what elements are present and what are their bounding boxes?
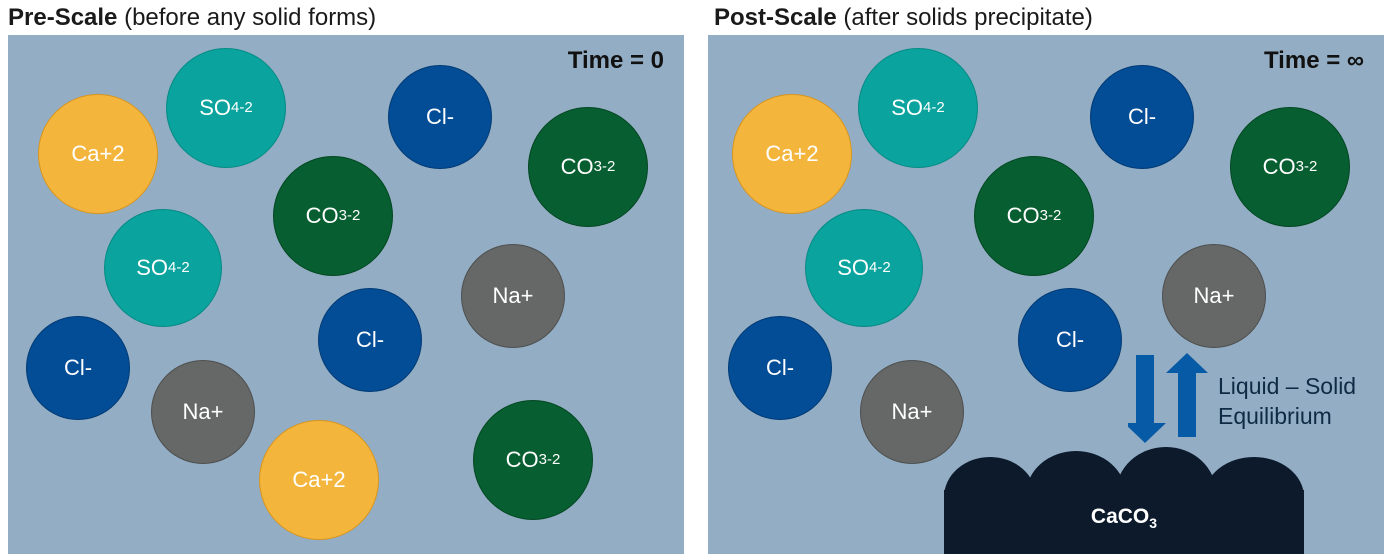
cl-ion: Cl- (1018, 288, 1122, 392)
cl-ion: Cl- (318, 288, 422, 392)
ion-label: Na+ (1193, 283, 1235, 308)
ion-label: CO (1262, 154, 1296, 179)
ion-label: Cl- (765, 355, 795, 380)
na-ion: Na+ (1162, 244, 1266, 348)
ion-label: SO (891, 95, 924, 120)
time-infinity-label: Time = ∞ (1263, 47, 1364, 74)
solid-label: CaCO3 (1044, 505, 1204, 532)
ca-ion: Ca+2 (732, 94, 852, 214)
solid-label-base: CaCO (1090, 505, 1150, 528)
post-scale-heading-rest: (after solids precipitate) (836, 4, 1093, 31)
calcium-carbonate-solid (944, 447, 1304, 554)
ion-label: Na+ (891, 399, 933, 424)
time-zero-label: Time = 0 (567, 47, 664, 74)
cl-ion: Cl- (388, 65, 492, 169)
ion-label: CO (560, 154, 594, 179)
equilibrium-arrows-icon (1128, 353, 1208, 443)
ion-label: Ca+2 (765, 141, 819, 166)
ion-label: CO (305, 203, 339, 228)
ion-label: Na+ (492, 283, 534, 308)
ion-label: Na+ (182, 399, 224, 424)
equilibrium-label-line2: Equilibrium (1218, 403, 1332, 429)
ion-label: Cl- (355, 327, 385, 352)
equilibrium-label: Liquid – Solid Equilibrium (1218, 371, 1356, 431)
up-arrow-icon (1166, 353, 1208, 437)
pre-scale-heading: Pre-Scale (before any solid forms) (8, 4, 376, 32)
ion-label: Cl- (63, 355, 93, 380)
pre-scale-heading-bold: Pre-Scale (8, 4, 118, 31)
ion-label: SO (136, 255, 169, 280)
ion-label: CO (1006, 203, 1040, 228)
na-ion: Na+ (151, 360, 255, 464)
na-ion: Na+ (860, 360, 964, 464)
ion-label: Ca+2 (292, 467, 346, 492)
cl-ion: Cl- (1090, 65, 1194, 169)
post-scale-heading: Post-Scale (after solids precipitate) (714, 4, 1093, 32)
ion-label: Ca+2 (71, 141, 125, 166)
solid-label-subscript: 3 (1149, 515, 1158, 532)
cl-ion: Cl- (26, 316, 130, 420)
post-scale-panel: Time = ∞ Liquid – Solid Equilibrium CaCO… (708, 35, 1384, 554)
ion-label: CO (505, 447, 539, 472)
ion-label: SO (837, 255, 870, 280)
pre-scale-heading-rest: (before any solid forms) (117, 4, 377, 31)
down-arrow-icon (1128, 355, 1166, 443)
na-ion: Na+ (461, 244, 565, 348)
ion-label: SO (199, 95, 232, 120)
equilibrium-label-line1: Liquid – Solid (1218, 373, 1357, 399)
post-scale-heading-bold: Post-Scale (714, 4, 837, 31)
ion-label: Cl- (425, 104, 455, 129)
ion-label: Cl- (1055, 327, 1085, 352)
ca-ion: Ca+2 (38, 94, 158, 214)
ion-label: Cl- (1127, 104, 1157, 129)
cl-ion: Cl- (728, 316, 832, 420)
ca-ion: Ca+2 (259, 420, 379, 540)
